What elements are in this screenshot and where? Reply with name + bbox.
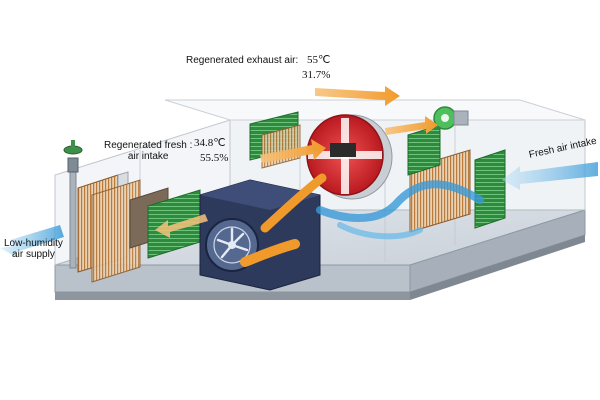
low-humidity-air-supply-label: Low-humidity air supply <box>4 238 63 260</box>
regenerated-exhaust-arrow <box>315 86 400 106</box>
regen-air-arrow <box>385 116 438 135</box>
desiccant-wheel-icon <box>306 114 393 200</box>
process-air-flow-lower <box>337 222 423 240</box>
pre-supply-arrow <box>155 214 208 238</box>
fresh-air-precooling-coil <box>407 124 506 233</box>
supply-heated-flow <box>240 239 300 267</box>
valve-icon <box>63 140 83 269</box>
regenerated-fresh-temp: 34.8℃ <box>194 137 226 149</box>
regeneration-fan <box>433 106 469 130</box>
process-air-flow <box>316 180 484 222</box>
filter-bank <box>129 187 201 259</box>
regenerated-fresh-humidity: 55.5% <box>200 152 229 164</box>
heated-air-flow <box>260 173 327 233</box>
regenerated-exhaust-air-label: Regenerated exhaust air: <box>186 55 299 66</box>
regenerated-fresh-air-intake-label: Regenerated fresh : air intake <box>104 140 192 162</box>
low-humidity-line1: Low-humidity <box>4 238 63 249</box>
fresh-air-arrow <box>502 162 598 190</box>
supply-cooling-coil <box>77 171 141 283</box>
regenerated-exhaust-temp: 55℃ <box>307 54 331 66</box>
regenerated-fresh-arrow <box>260 139 326 163</box>
regenerated-fresh-line1: Regenerated fresh : <box>104 140 193 151</box>
low-humidity-line2: air supply <box>12 249 55 260</box>
regenerated-exhaust-humidity: 31.7% <box>302 69 331 81</box>
supply-air-arrow <box>0 225 64 258</box>
fan-icon <box>213 226 251 264</box>
airflow-arrows <box>0 86 598 267</box>
regenerated-fresh-line2: air intake <box>127 151 169 162</box>
